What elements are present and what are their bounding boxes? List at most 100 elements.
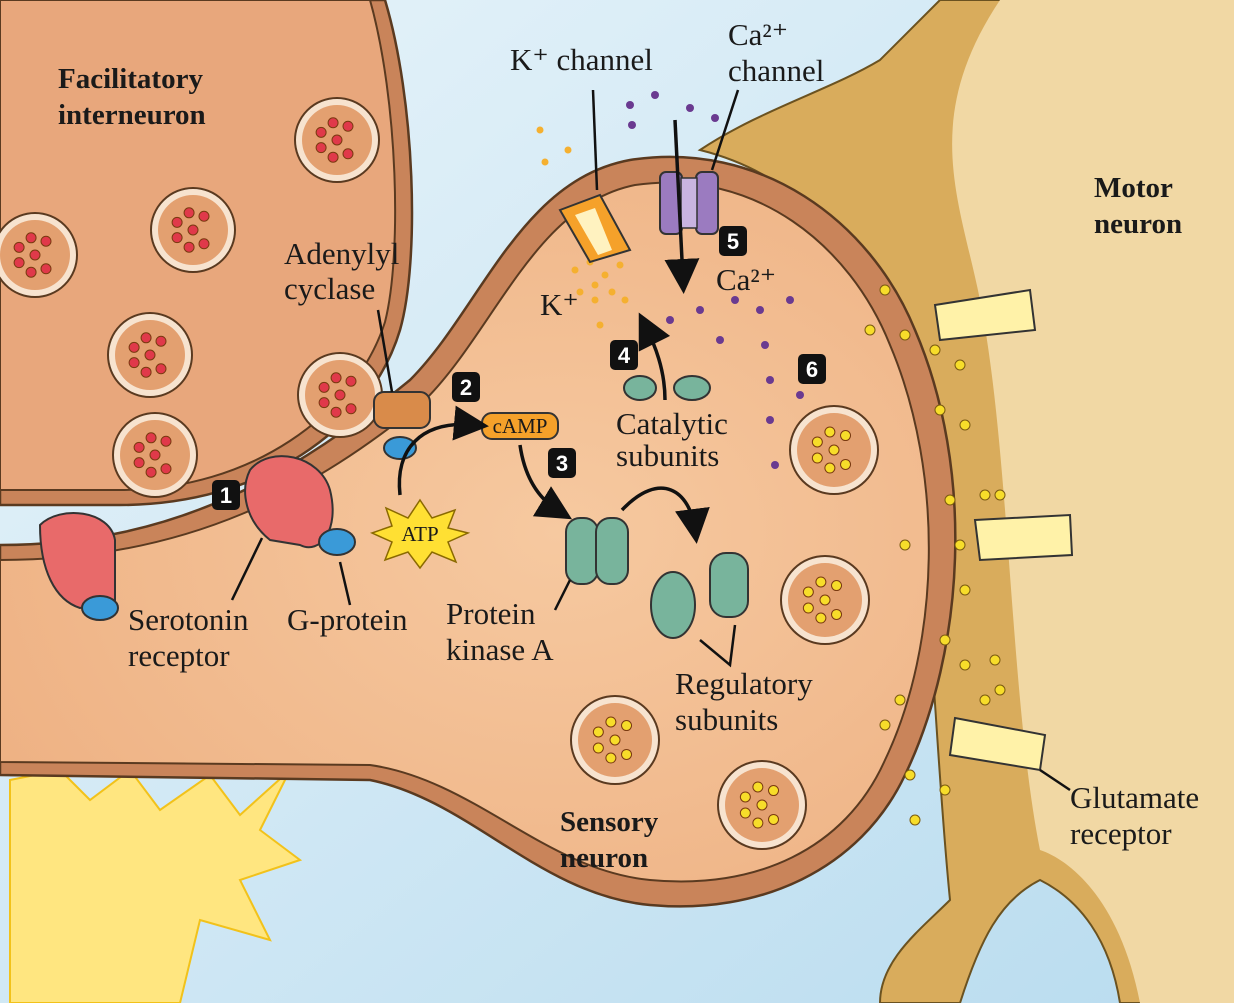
step-badge-4: 4 [610,340,638,370]
protein-kinase-a-icon [565,375,749,639]
glutamate-molecule [939,634,951,646]
serotonin-receptor-label-2: receptor [128,638,230,673]
glutamate-molecule [894,694,906,706]
glow-burst [9,768,303,1003]
calcium-ion [716,336,724,344]
glutamate-receptor-label-2: receptor [1070,816,1172,851]
step-badge-2: 2 [452,372,480,402]
serotonin-vesicle [112,412,198,498]
calcium-ion [666,316,674,324]
interneuron-label: Facilitatory [58,63,203,95]
glutamate-molecule [959,584,971,596]
glutamate-molecule [904,769,916,781]
k-channel-label: K⁺ channel [510,42,653,77]
atp-label: ATP [401,522,438,546]
calcium-ion [626,101,634,109]
glutamate-receptor-icon [933,288,1074,772]
calcium-ion [766,416,774,424]
potassium-ion [616,261,624,269]
step-badges: 1 2 3 4 5 6 [212,226,826,510]
camp-icon: cAMP [481,412,559,440]
step-badge-6: 6 [798,354,826,384]
calcium-ion [796,391,804,399]
calcium-ion [786,296,794,304]
glutamate-molecule [954,359,966,371]
calcium-ion [711,114,719,122]
glutamate-vesicle [570,695,660,785]
glutamate-molecule [979,694,991,706]
potassium-ion [591,296,599,304]
serotonin-receptor-icon [38,455,356,621]
sensory-neuron-label-2: neuron [560,842,648,874]
adenylyl-cyclase-icon [373,391,431,460]
glutamate-vesicle [717,760,807,850]
calcium-ion [731,296,739,304]
svg-text:1: 1 [220,483,232,508]
potassium-ion [621,296,629,304]
vesicle-layer [0,97,879,850]
ca-channel-label: Ca²⁺ [728,17,788,52]
glutamate-molecule [909,814,921,826]
potassium-ion [608,288,616,296]
atp-icon: ATP [369,498,471,570]
k-channel-icon [558,193,632,264]
ion-layer [536,91,1006,826]
glutamate-molecule [989,654,1001,666]
k-ion-label: K⁺ [540,287,579,322]
calcium-ion [756,306,764,314]
svg-text:5: 5 [727,229,739,254]
glutamate-molecule [929,344,941,356]
potassium-ion [591,281,599,289]
svg-text:6: 6 [806,357,818,382]
regulatory-subunits-label: Regulatory [675,666,813,701]
calcium-ion [761,341,769,349]
step-badge-3: 3 [548,448,576,478]
calcium-ion [771,461,779,469]
ca-ion-label: Ca²⁺ [716,262,776,297]
glutamate-molecule [994,684,1006,696]
glutamate-molecule [864,324,876,336]
serotonin-vesicle [150,187,236,273]
glutamate-molecule [954,539,966,551]
calcium-ion [696,306,704,314]
calcium-ion [686,104,694,112]
calcium-ion [651,91,659,99]
potassium-ion [576,288,584,296]
pathway-arrows [230,89,1071,792]
g-protein-label: G-protein [287,602,408,637]
glutamate-molecule [879,284,891,296]
serotonin-vesicle [297,352,383,438]
potassium-ion [536,126,544,134]
catalytic-subunits-label: Catalytic [616,406,728,441]
interneuron-label-2: interneuron [58,99,206,131]
potassium-ion [601,271,609,279]
glutamate-molecule [879,719,891,731]
glutamate-molecule [899,539,911,551]
glutamate-vesicle [789,405,879,495]
glutamate-receptor-label: Glutamate [1070,780,1199,815]
sensory-neuron-label: Sensory [560,806,659,838]
calcium-ion [628,121,636,129]
protein-kinase-a-label: Protein [446,596,536,631]
step-badge-1: 1 [212,480,240,510]
glutamate-molecule [934,404,946,416]
potassium-ion [596,321,604,329]
glutamate-molecule [959,659,971,671]
potassium-ion [541,158,549,166]
glutamate-vesicle [780,555,870,645]
glutamate-molecule [944,494,956,506]
ca-channel-icon [659,171,719,235]
svg-text:4: 4 [618,343,631,368]
serotonin-receptor-label: Serotonin [128,602,249,637]
labels: Facilitatory interneuron Adenylyl cyclas… [58,17,1199,874]
calcium-ion [766,376,774,384]
potassium-ion [564,146,572,154]
regulatory-subunits-label-2: subunits [675,702,778,737]
serotonin-vesicle [107,312,193,398]
step-badge-5: 5 [719,226,747,256]
glutamate-molecule [939,784,951,796]
adenylyl-cyclase-label-2: cyclase [284,271,375,306]
glutamate-molecule [994,489,1006,501]
